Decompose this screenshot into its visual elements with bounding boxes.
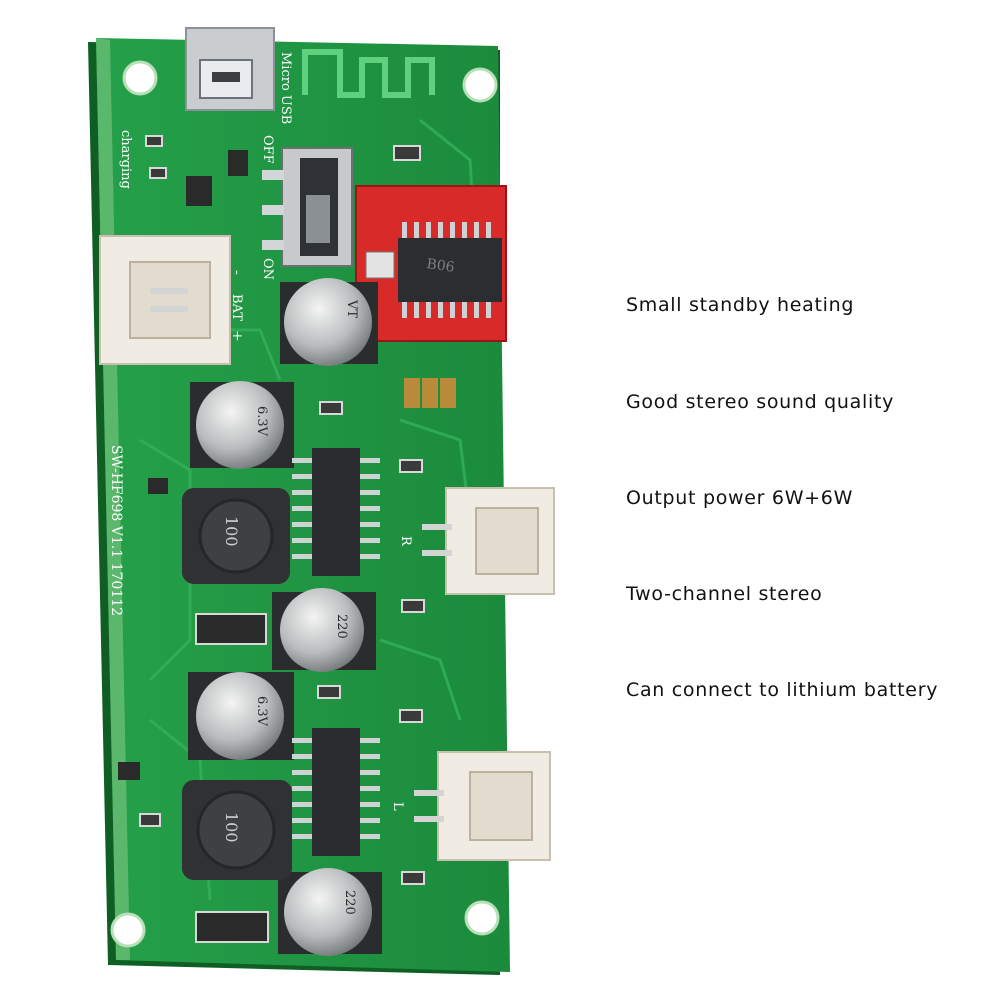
model-label: SW-HF698 V1.1 170112: [108, 445, 124, 616]
feature-two-channel: Two-channel stereo: [626, 583, 823, 605]
smd-components: [118, 135, 456, 943]
bat-minus-label: -: [229, 270, 245, 275]
left-channel-label: L: [390, 802, 405, 811]
charging-label: charging: [118, 130, 133, 189]
power-switch: [262, 147, 353, 267]
capacitor: 220: [272, 588, 376, 672]
speaker-connector-left: [414, 751, 551, 861]
capacitor: 6.3V: [188, 672, 294, 760]
speaker-connector-right: [422, 487, 555, 595]
svg-text:6.3V: 6.3V: [254, 696, 269, 727]
inductor: 100: [182, 488, 290, 584]
amplifier-ic: [292, 448, 380, 576]
chip-marking: B06: [425, 256, 455, 276]
bat-label: BAT: [229, 294, 244, 321]
amplifier-ic: [292, 728, 380, 856]
feature-lithium-battery: Can connect to lithium battery: [626, 679, 939, 701]
feature-stereo-quality: Good stereo sound quality: [626, 391, 895, 413]
feature-list: Small standby heating Good stereo sound …: [626, 0, 996, 1001]
svg-text:100: 100: [222, 812, 241, 843]
svg-text:6.3V: 6.3V: [254, 406, 269, 437]
capacitor: 6.3V: [190, 381, 294, 469]
svg-text:VT: VT: [344, 299, 359, 318]
feature-standby-heating: Small standby heating: [626, 294, 855, 316]
micro-usb-port: [185, 27, 275, 111]
off-label: OFF: [260, 135, 275, 164]
svg-text:100: 100: [222, 516, 241, 547]
bat-plus-label: +: [229, 330, 245, 342]
right-channel-label: R: [398, 536, 413, 547]
usb-label: Micro USB: [278, 52, 293, 124]
mounting-holes: [110, 60, 500, 948]
battery-connector: [99, 235, 231, 365]
bluetooth-module: B06: [355, 185, 507, 342]
feature-output-power: Output power 6W+6W: [626, 487, 854, 509]
svg-text:220: 220: [342, 890, 357, 915]
on-label: ON: [260, 258, 275, 280]
antenna-trace: [302, 49, 435, 98]
svg-text:220: 220: [334, 614, 349, 639]
capacitor: VT: [280, 278, 378, 366]
inductor: 100: [182, 780, 292, 880]
capacitor: 220: [278, 868, 382, 956]
